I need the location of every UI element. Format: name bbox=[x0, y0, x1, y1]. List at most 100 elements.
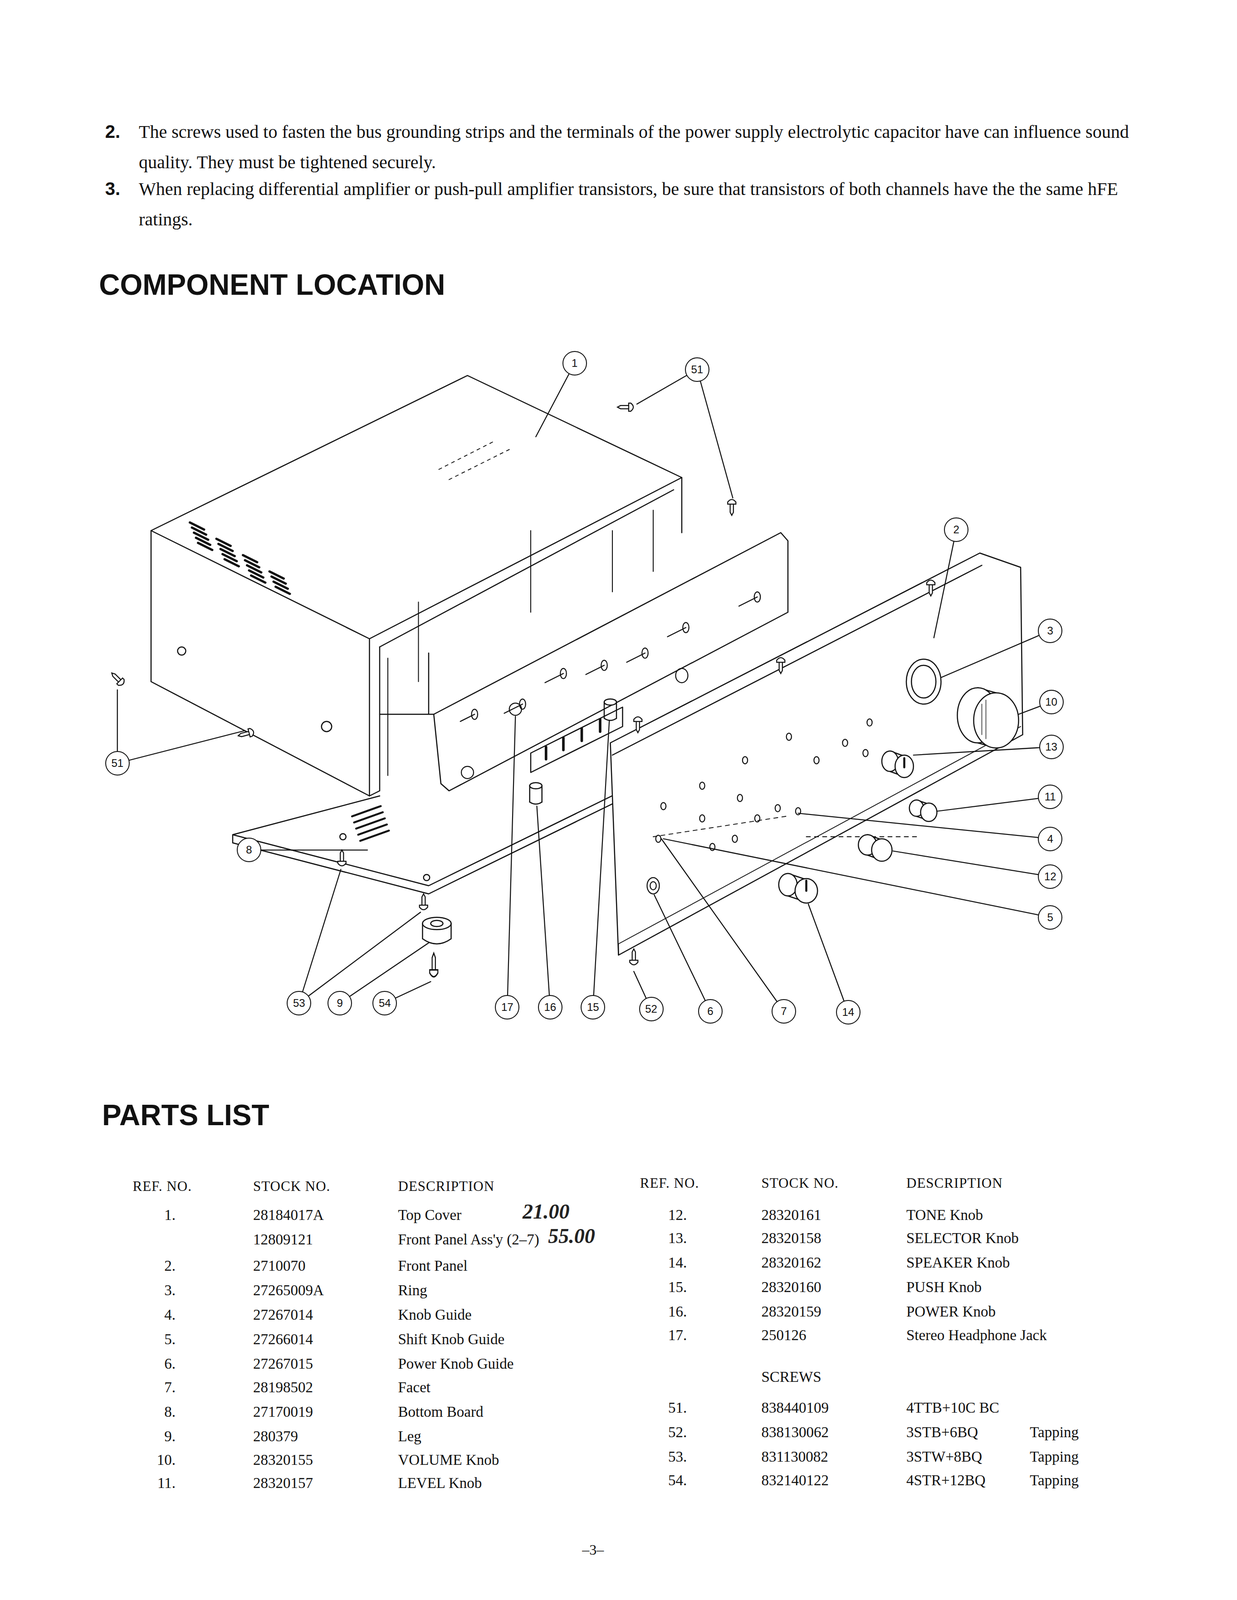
callout-circle: 1 bbox=[562, 351, 587, 376]
callout-circle: 8 bbox=[236, 837, 262, 863]
table-cell: PUSH Knob bbox=[906, 1278, 982, 1297]
column-header: REF. NO. bbox=[132, 1178, 192, 1195]
table-cell: 250126 bbox=[761, 1326, 807, 1345]
column-header: STOCK NO. bbox=[761, 1174, 839, 1192]
callout-number: 2 bbox=[953, 523, 960, 537]
table-cell: 28320158 bbox=[761, 1229, 822, 1248]
callout-number: 13 bbox=[1045, 740, 1058, 754]
table-cell: 28320160 bbox=[761, 1278, 822, 1297]
callout-circle: 10 bbox=[1039, 689, 1064, 715]
handwritten-price: 21.00 bbox=[522, 1199, 570, 1225]
ref-number: 12. bbox=[668, 1206, 687, 1225]
ref-number: 6. bbox=[164, 1355, 176, 1374]
callout-number: 51 bbox=[111, 757, 124, 770]
table-cell: Leg bbox=[398, 1427, 422, 1447]
section-heading: COMPONENT LOCATION bbox=[98, 267, 445, 303]
table-cell: 28320155 bbox=[253, 1451, 313, 1470]
callout-circle: 13 bbox=[1039, 734, 1064, 760]
ref-number: 4. bbox=[164, 1306, 176, 1325]
ref-number: 5. bbox=[164, 1330, 176, 1350]
column-header: REF. NO. bbox=[640, 1174, 700, 1192]
callout-number: 1 bbox=[571, 356, 578, 370]
callout-number: 8 bbox=[245, 843, 252, 857]
ref-number: 53. bbox=[668, 1448, 687, 1467]
table-cell: 3STB+6BQ bbox=[906, 1423, 978, 1443]
table-cell: POWER Knob bbox=[906, 1303, 996, 1322]
table-cell: 28320159 bbox=[761, 1303, 822, 1322]
callout-number: 11 bbox=[1044, 790, 1057, 804]
callout-number: 14 bbox=[841, 1006, 855, 1019]
callout-number: 15 bbox=[586, 1001, 600, 1014]
callout-circle: 3 bbox=[1037, 618, 1063, 644]
table-cell: 4TTB+10C BC bbox=[906, 1399, 1000, 1418]
table-cell: 28320161 bbox=[761, 1206, 822, 1225]
table-cell: 838130062 bbox=[761, 1423, 830, 1443]
table-cell: 27267014 bbox=[253, 1306, 313, 1325]
note-text: When replacing differential amplifier or… bbox=[138, 173, 1135, 235]
callout-circle: 16 bbox=[537, 995, 563, 1020]
callout-number: 7 bbox=[780, 1005, 787, 1018]
ref-number: 17. bbox=[668, 1326, 687, 1345]
callout-circle: 5 bbox=[1037, 905, 1063, 930]
callout-circle: 7 bbox=[771, 999, 797, 1024]
callout-circle: 14 bbox=[836, 1000, 861, 1025]
table-cell: SELECTOR Knob bbox=[906, 1229, 1019, 1248]
table-cell: 838440109 bbox=[761, 1399, 830, 1418]
ref-number: 3. bbox=[164, 1281, 176, 1301]
table-cell: 4STR+12BQ bbox=[906, 1471, 986, 1491]
ref-number: 8. bbox=[164, 1403, 176, 1422]
callout-circle: 15 bbox=[580, 995, 606, 1020]
table-cell: 27170019 bbox=[253, 1403, 313, 1422]
table-cell: 28184017A bbox=[253, 1206, 324, 1225]
callout-number: 16 bbox=[543, 1001, 557, 1014]
ref-number: 2. bbox=[164, 1257, 176, 1276]
callout-number: 3 bbox=[1047, 624, 1054, 638]
table-cell: 28320162 bbox=[761, 1254, 822, 1273]
table-cell: 27265009A bbox=[253, 1281, 324, 1301]
column-header: DESCRIPTION bbox=[398, 1178, 495, 1195]
ref-number: 13. bbox=[668, 1229, 687, 1248]
table-cell: 27267015 bbox=[253, 1355, 313, 1374]
callout-number: 4 bbox=[1047, 832, 1054, 846]
callout-number: 54 bbox=[378, 997, 392, 1010]
table-cell: Top Cover bbox=[398, 1206, 462, 1225]
table-cell: SPEAKER Knob bbox=[906, 1254, 1010, 1273]
table-cell: Facet bbox=[398, 1378, 431, 1398]
callout-circle: 51 bbox=[105, 751, 130, 776]
callout-number: 9 bbox=[337, 997, 343, 1010]
table-cell: 280379 bbox=[253, 1427, 299, 1447]
ref-number: 9. bbox=[164, 1427, 176, 1447]
callout-circle: 53 bbox=[286, 991, 312, 1016]
table-cell: 2710070 bbox=[253, 1257, 306, 1276]
callout-circle: 6 bbox=[698, 999, 723, 1024]
table-cell: Front Panel bbox=[398, 1257, 468, 1276]
table-cell: Shift Knob Guide bbox=[398, 1330, 505, 1350]
ref-number: 1. bbox=[164, 1206, 176, 1225]
table-cell: Knob Guide bbox=[398, 1306, 472, 1325]
table-cell: SCREWS bbox=[761, 1368, 822, 1387]
table-cell: LEVEL Knob bbox=[398, 1474, 483, 1493]
table-cell: 27266014 bbox=[253, 1330, 313, 1350]
note-text: The screws used to fasten the bus ground… bbox=[138, 116, 1135, 178]
ref-number: 54. bbox=[668, 1471, 687, 1491]
section-heading: PARTS LIST bbox=[102, 1098, 270, 1134]
table-cell: 28198502 bbox=[253, 1378, 313, 1398]
table-cell: Ring bbox=[398, 1281, 428, 1301]
table-cell: Stereo Headphone Jack bbox=[906, 1326, 1047, 1345]
callout-circle: 51 bbox=[684, 357, 710, 382]
table-cell: 12809121 bbox=[253, 1231, 313, 1250]
handwritten-price: 55.00 bbox=[547, 1223, 596, 1249]
table-cell: Tapping bbox=[1029, 1471, 1079, 1491]
callout-circle: 4 bbox=[1037, 826, 1063, 852]
callout-number: 10 bbox=[1045, 695, 1058, 709]
callout-number: 6 bbox=[707, 1005, 714, 1018]
note-number: 2. bbox=[105, 116, 121, 147]
table-cell: Tapping bbox=[1029, 1448, 1079, 1467]
note-number: 3. bbox=[105, 173, 121, 205]
callout-number: 52 bbox=[645, 1002, 658, 1016]
table-cell: TONE Knob bbox=[906, 1206, 983, 1225]
table-cell: Bottom Board bbox=[398, 1403, 484, 1422]
ref-number: 16. bbox=[668, 1303, 687, 1322]
callout-circle: 52 bbox=[639, 997, 664, 1022]
